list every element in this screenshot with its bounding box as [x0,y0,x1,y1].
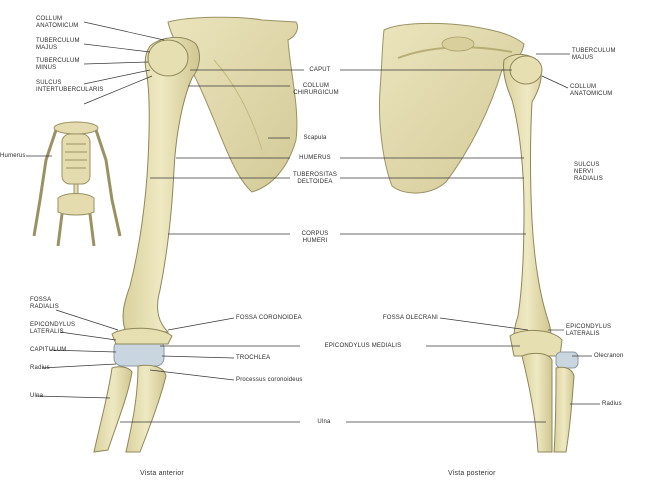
label-fossa-radialis: FOSSA RADIALIS [30,297,59,311]
skeleton-inset [34,122,120,246]
label-epicondylus-lateralis-left: EPICONDYLUS LATERALIS [30,322,75,336]
label-collum-anatomicum-right: COLLUM ANATOMICUM [570,84,612,98]
label-ulna-left: Ulna [30,393,43,400]
label-collum-anatomicum-left: COLLUM ANATOMICUM [36,16,78,30]
label-radius-right: Radius [602,401,622,408]
anterior-view [94,17,298,452]
caption-posterior: Vista posterior [448,470,496,477]
caption-anterior: Vista anterior [140,470,184,477]
label-epicondylus-lateralis-right: EPICONDYLUS LATERALIS [566,324,611,338]
label-fossa-olecrani: FOSSA OLECRANI [366,315,438,322]
ulna-anterior [126,365,166,452]
label-sulcus-intertubercularis: SULCUS INTERTUBERCULARIS [36,80,104,94]
ulna-posterior [522,353,552,452]
label-tuberositas-deltoidea: TUBEROSITAS DELTOIDEA [288,172,342,186]
label-scapula: Scapula [290,135,340,142]
label-corpus-humeri: CORPUS HUMERI [290,231,340,245]
label-tuberculum-minus-left: TUBERCULUM MINUS [36,58,80,72]
label-olecranon: Olecranon [594,353,623,360]
label-capitulum: CAPITULUM [30,347,66,354]
label-tuberculum-majus-left: TUBERCULUM MAJUS [36,38,80,52]
label-humerus-inset: Humerus [0,153,26,160]
humerus-posterior [503,54,551,348]
label-processus-coronoideus: Processus coronoideus [236,377,303,384]
label-caput: CAPUT [300,67,340,74]
radius-posterior [554,367,574,452]
posterior-view [380,23,579,452]
radius-anterior [94,367,132,452]
label-radius-left: Radius [30,365,50,372]
label-tuberculum-majus-right: TUBERCULUM MAJUS [572,48,616,62]
humerus-anterior [123,37,199,332]
label-collum-chirurgicum: COLLUM CHIRURGICUM [290,83,342,97]
label-trochlea: TROCHLEA [236,355,270,362]
elbow-cartilage-posterior [556,352,578,368]
label-epicondylus-medialis: EPICONDYLUS MEDIALIS [300,343,426,350]
label-humerus: HUMERUS [290,155,340,162]
label-sulcus-nervi-radialis: SULCUS NERVI RADIALIS [574,162,603,183]
label-fossa-coronoidea: FOSSA CORONOIDEA [236,315,302,322]
label-ulna-center: Ulna [302,419,346,426]
